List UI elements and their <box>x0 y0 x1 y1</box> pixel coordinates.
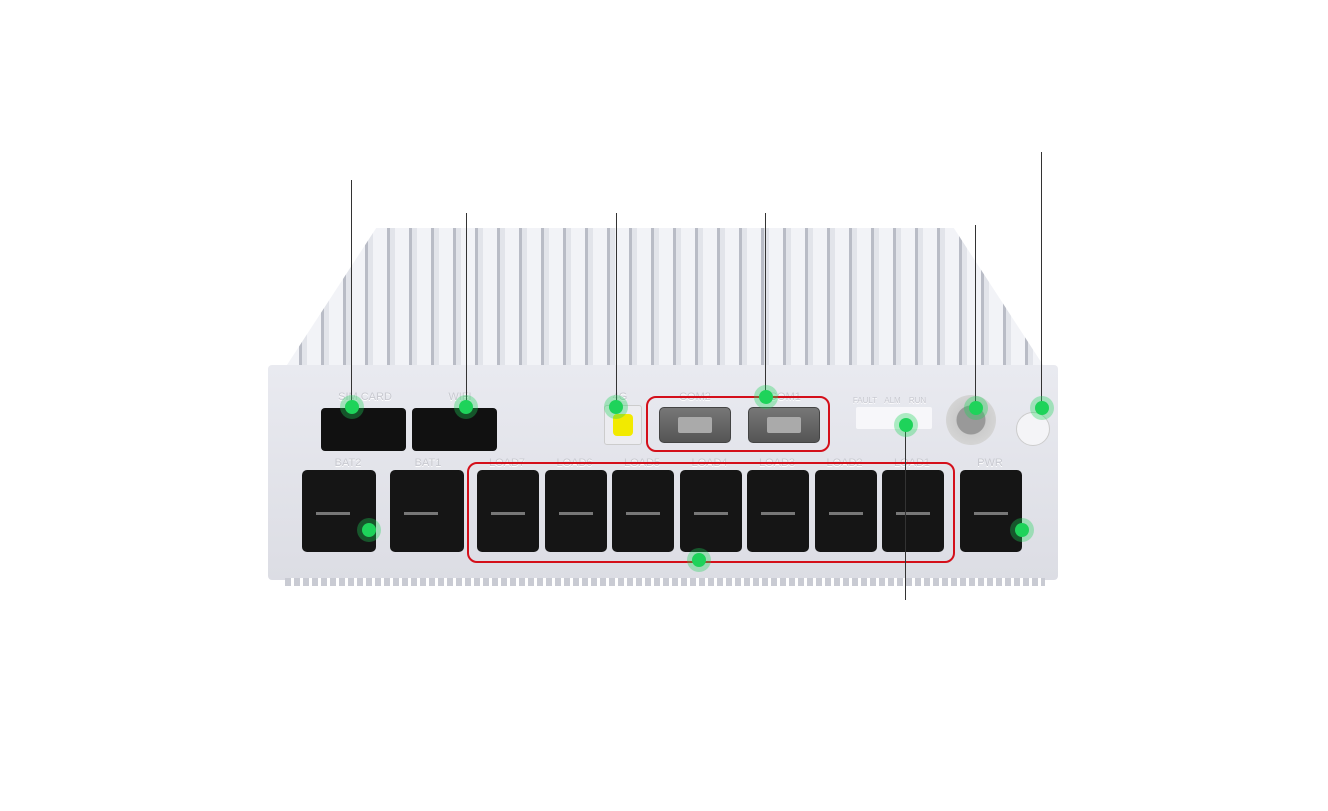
pwr-connector <box>960 470 1022 552</box>
hotspot-loads[interactable] <box>692 553 706 567</box>
hotspot-status-leds[interactable] <box>899 418 913 432</box>
load-connector <box>747 470 809 552</box>
callout-line <box>975 225 976 408</box>
com2-port <box>659 407 731 443</box>
callout-line <box>466 213 467 407</box>
ground-terminal <box>1016 412 1050 446</box>
bat1-connector <box>390 470 464 552</box>
device-base <box>285 578 1045 586</box>
sim-card-slot <box>321 408 406 451</box>
callout-line <box>1041 152 1042 408</box>
load-connector <box>814 470 877 552</box>
hotspot-ground[interactable] <box>1035 401 1049 415</box>
bat2-label: BAT2 <box>334 457 362 469</box>
sim-label: SIM CARD <box>338 391 392 403</box>
load-connector <box>882 470 944 552</box>
hotspot-power-switch[interactable] <box>969 401 983 415</box>
status-led-panel <box>856 407 932 429</box>
com-highlight-box <box>646 396 830 452</box>
hotspot-power[interactable] <box>1015 523 1029 537</box>
loads-highlight-box <box>467 462 955 563</box>
callout-line <box>351 180 352 407</box>
hotspot-battery[interactable] <box>362 523 376 537</box>
fault-label: FAULT <box>852 396 878 405</box>
load-connector <box>679 470 742 552</box>
hotspot-sim-card[interactable] <box>345 400 359 414</box>
load-connector <box>544 470 607 552</box>
callout-line <box>616 213 617 407</box>
callout-line <box>905 425 906 600</box>
alm-label: ALM <box>884 396 901 405</box>
run-label: RUN <box>908 396 927 405</box>
callout-line <box>765 213 766 397</box>
hotspot-4g[interactable] <box>609 400 623 414</box>
bat1-label: BAT1 <box>414 457 442 469</box>
load-connector <box>477 470 539 552</box>
pwr-label: PWR <box>977 457 1003 469</box>
wifi-port <box>412 408 497 451</box>
load-connector <box>612 470 674 552</box>
com1-port <box>748 407 820 443</box>
antenna-connector-icon <box>613 414 633 436</box>
bat2-connector <box>302 470 376 552</box>
hotspot-com-ports[interactable] <box>759 390 773 404</box>
heatsink-fins <box>285 228 1045 368</box>
hotspot-wifi[interactable] <box>459 400 473 414</box>
